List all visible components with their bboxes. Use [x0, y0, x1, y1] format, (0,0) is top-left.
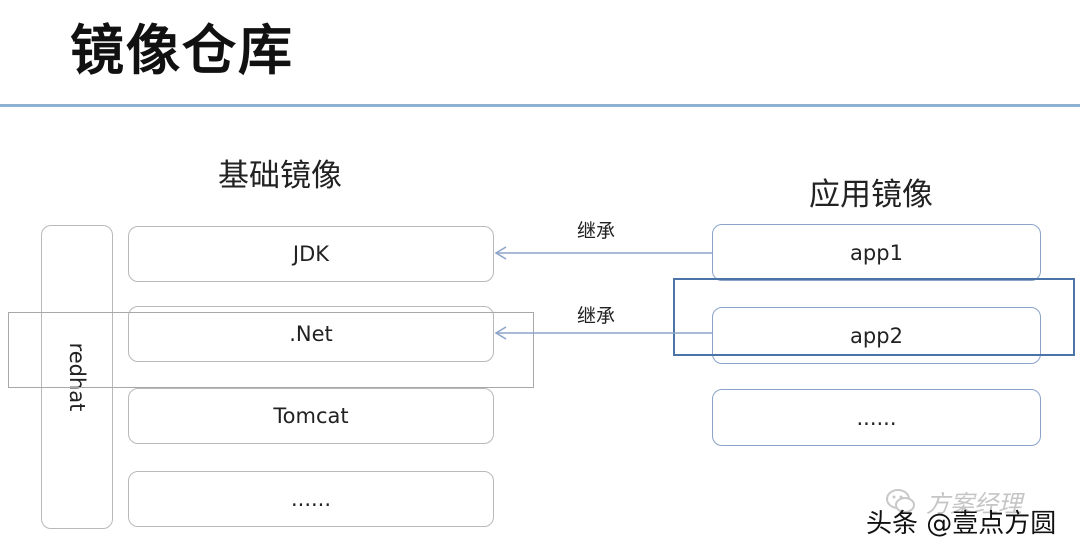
app-image-label: app1: [850, 240, 903, 265]
inherit-label-1: 继承: [577, 220, 616, 242]
watermark: 方案经理: [884, 484, 1022, 519]
source-credit: 头条 @壹点方圆: [866, 509, 1057, 539]
app-image-app1: app1: [712, 224, 1041, 281]
page-title: 镜像仓库: [70, 19, 294, 82]
base-image-jdk: JDK: [128, 226, 494, 282]
inherit-label-2: 继承: [577, 305, 616, 327]
arrowhead-jdk: [494, 246, 507, 260]
app-image-label: app2: [850, 323, 903, 348]
base-image-label: JDK: [292, 242, 330, 266]
app-image-app2: app2: [712, 307, 1041, 364]
base-image-more: ......: [128, 471, 494, 527]
title-divider: [0, 104, 1080, 107]
base-image-dotnet: .Net: [128, 306, 494, 362]
base-images-heading: 基础镜像: [218, 158, 342, 194]
watermark-text: 方案经理: [926, 490, 1022, 518]
redhat-os-box: [41, 225, 113, 529]
app-images-heading: 应用镜像: [809, 177, 933, 213]
wechat-icon: [886, 488, 915, 513]
base-image-label: .Net: [289, 322, 333, 346]
app-image-more: ......: [712, 389, 1041, 446]
base-image-tomcat: Tomcat: [128, 388, 494, 444]
base-image-label: ......: [290, 487, 332, 511]
arrowhead-dotnet: [494, 326, 507, 340]
app-image-label: ......: [856, 405, 897, 430]
redhat-label: redhat: [65, 342, 89, 412]
base-image-label: Tomcat: [273, 404, 349, 428]
